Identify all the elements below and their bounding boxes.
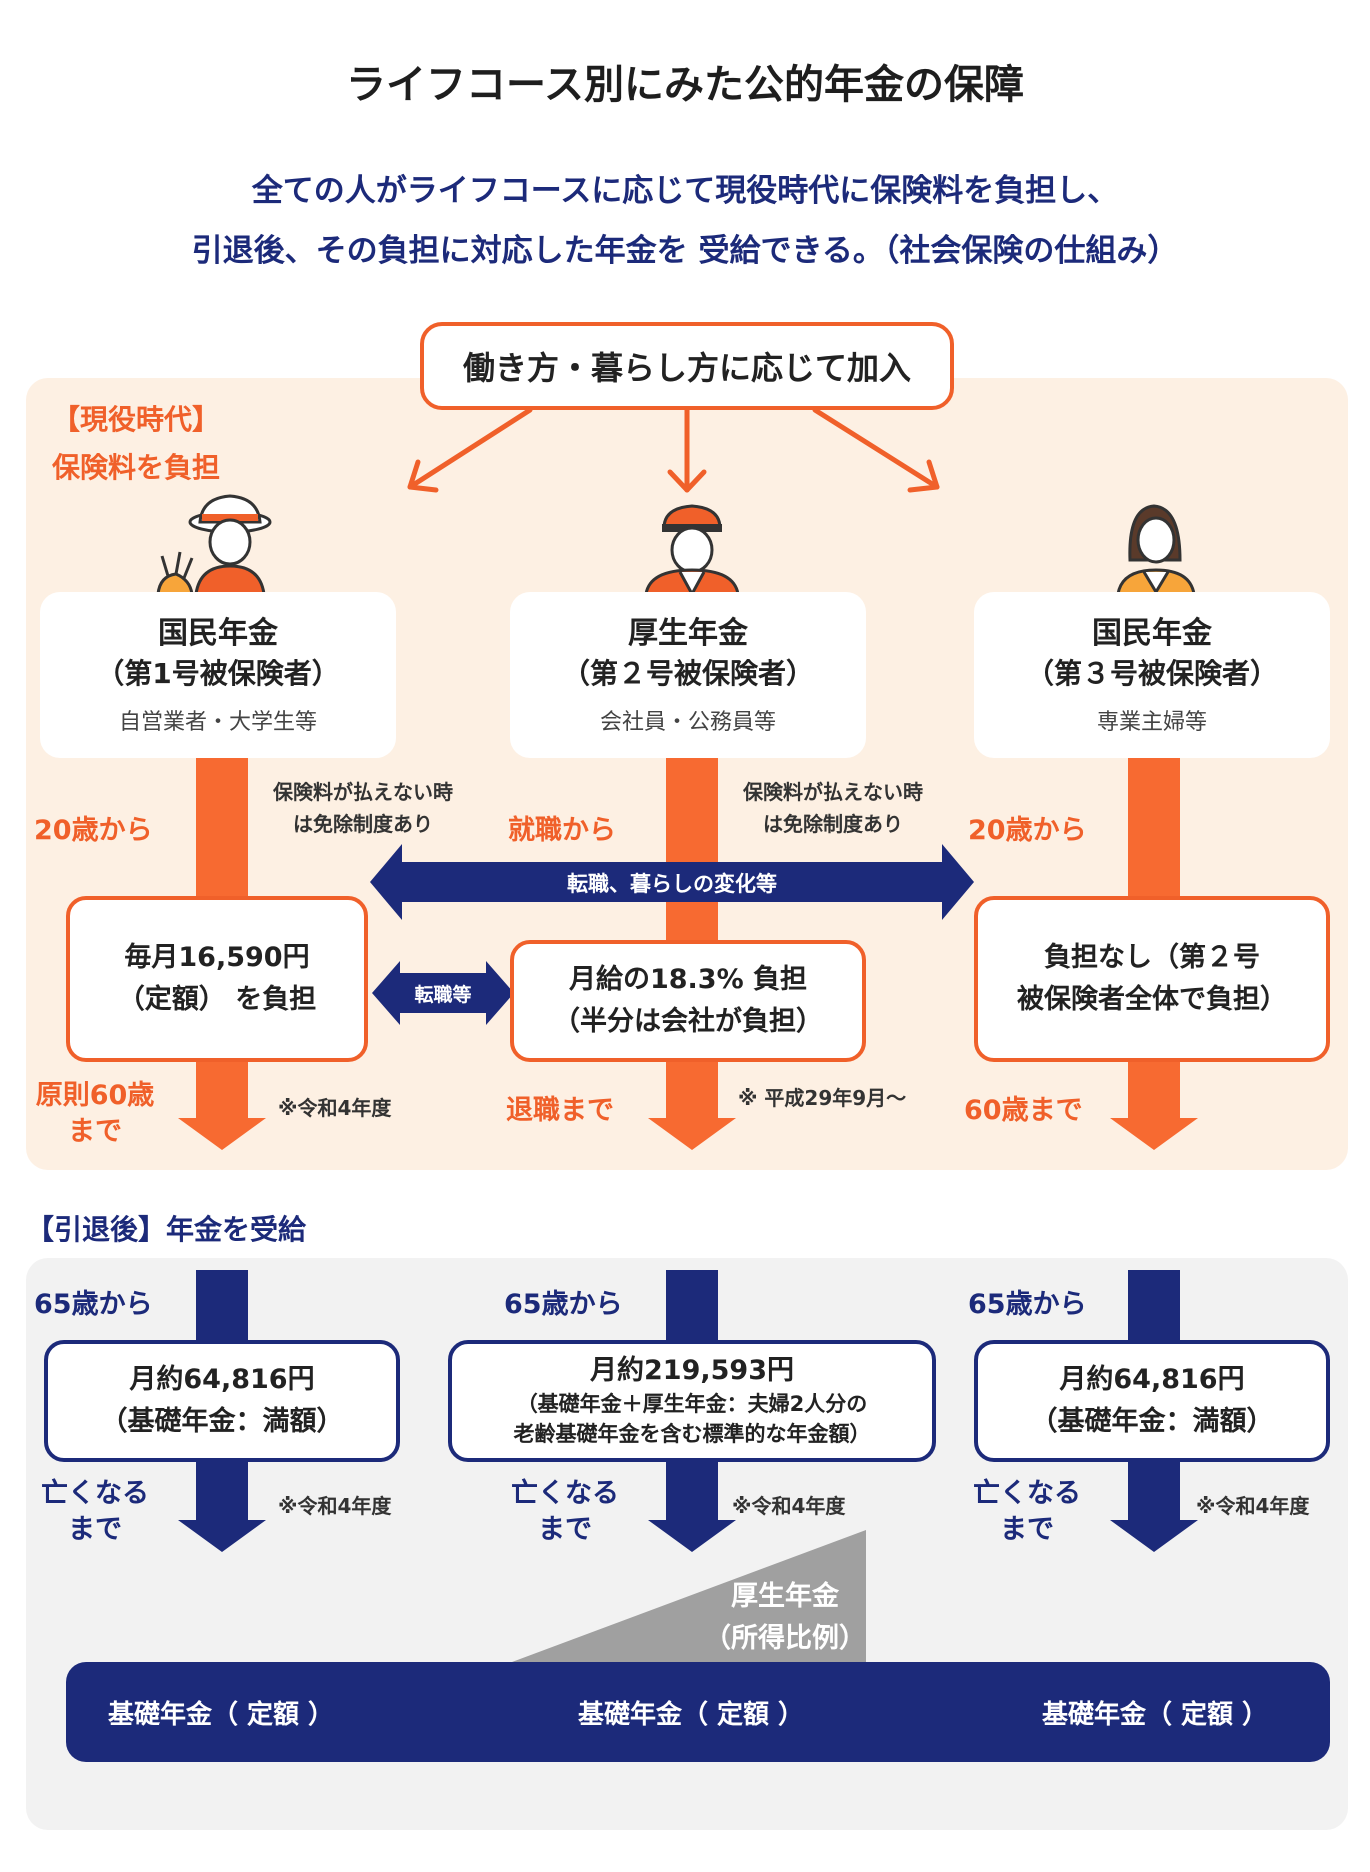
pension-note-2: ※令和4年度 bbox=[732, 1494, 846, 1518]
end-label-3: 60歳まで bbox=[964, 1095, 1083, 1126]
active-period-label: 【現役時代】 bbox=[52, 403, 221, 436]
start-label-1: 20歳から bbox=[34, 815, 153, 846]
contribution-box-1: 毎月16,590円（定額） を負担 bbox=[66, 896, 368, 1062]
retirement-label: 【引退後】年金を受給 bbox=[26, 1213, 307, 1246]
transfer-double-arrow bbox=[370, 844, 974, 920]
subtitle-line2: 引退後、その負担に対応した年金を 受給できる。（社会保険の仕組み） bbox=[191, 233, 1179, 269]
employee-pension-wedge bbox=[512, 1530, 866, 1662]
basic-pension-bar-shape bbox=[66, 1662, 1330, 1762]
job-change-arrow-label: 転職等 bbox=[414, 984, 472, 1006]
pension-end-3: 亡くなるまで bbox=[973, 1478, 1081, 1545]
end-label-1: 原則60歳まで bbox=[35, 1080, 155, 1147]
end-label-2: 退職まで bbox=[506, 1095, 614, 1126]
card-employee-pension: 厚生年金 （第２号被保険者） 会社員・公務員等 bbox=[510, 592, 866, 758]
woman-icon bbox=[1116, 504, 1196, 596]
end-note-1: ※令和4年度 bbox=[278, 1096, 392, 1120]
basic-pension-label-3: 基礎年金（ 定額 ） bbox=[1041, 1700, 1269, 1730]
pension-start-3: 65歳から bbox=[968, 1289, 1087, 1320]
card-category: （第1号被保険者） bbox=[96, 657, 340, 690]
pension-start-2: 65歳から bbox=[504, 1289, 623, 1320]
card-title: 国民年金 bbox=[1092, 616, 1212, 651]
start-label-3: 20歳から bbox=[968, 815, 1087, 846]
contribution-box-2: 月給の18.3% 負担（半分は会社が負担） bbox=[510, 940, 866, 1062]
basic-pension-label-2: 基礎年金（ 定額 ） bbox=[577, 1700, 805, 1730]
pension-note-1: ※令和4年度 bbox=[278, 1494, 392, 1518]
enrollment-box: 働き方・暮らし方に応じて加入 bbox=[420, 322, 954, 410]
orange-flows bbox=[178, 758, 1198, 1150]
page-title: ライフコース別にみた公的年金の保障 bbox=[346, 62, 1024, 108]
transfer-arrow-label: 転職、暮らしの変化等 bbox=[567, 872, 777, 896]
job-change-double-arrow bbox=[372, 961, 514, 1025]
branch-arrows bbox=[407, 407, 940, 493]
pension-box-3: 月約64,816円（基礎年金：満額） bbox=[974, 1340, 1330, 1462]
card-members: 専業主婦等 bbox=[1096, 710, 1207, 735]
exemption-note-2: 保険料が払えない時は免除制度あり bbox=[743, 780, 923, 836]
end-note-2: ※ 平成29年9月～ bbox=[738, 1086, 907, 1110]
card-category: （第３号被保険者） bbox=[1025, 657, 1278, 690]
navy-flows bbox=[178, 1270, 1198, 1552]
farmer-icon bbox=[156, 494, 272, 596]
pension-end-2: 亡くなるまで bbox=[511, 1478, 619, 1545]
card-title: 国民年金 bbox=[158, 616, 278, 651]
card-members: 自営業者・大学生等 bbox=[118, 710, 317, 735]
pension-box-2: 月約219,593円 （基礎年金＋厚生年金：夫婦2人分の 老齢基礎年金を含む標準… bbox=[448, 1340, 936, 1462]
basic-pension-label-1: 基礎年金（ 定額 ） bbox=[107, 1700, 335, 1730]
subtitle-line1: 全ての人がライフコースに応じて現役時代に保険料を負担し、 bbox=[251, 173, 1119, 209]
start-label-2: 就職から bbox=[508, 815, 616, 846]
pension-box-1: 月約64,816円（基礎年金：満額） bbox=[44, 1340, 400, 1462]
pension-end-1: 亡くなるまで bbox=[41, 1478, 149, 1545]
card-national-pension-1: 国民年金 （第1号被保険者） 自営業者・大学生等 bbox=[40, 592, 396, 758]
officer-icon bbox=[644, 504, 740, 598]
pension-note-3: ※令和4年度 bbox=[1196, 1494, 1310, 1518]
card-category: （第２号被保険者） bbox=[561, 657, 814, 690]
card-members: 会社員・公務員等 bbox=[599, 710, 776, 735]
contribution-box-3: 負担なし（第２号被保険者全体で負担） bbox=[974, 896, 1330, 1062]
pension-start-1: 65歳から bbox=[34, 1289, 153, 1320]
card-title: 厚生年金 bbox=[628, 616, 748, 651]
active-period-sublabel: 保険料を負担 bbox=[52, 451, 221, 484]
employee-pension-wedge-label: 厚生年金（所得比例） bbox=[704, 1581, 866, 1654]
card-national-pension-3: 国民年金 （第３号被保険者） 専業主婦等 bbox=[974, 592, 1330, 758]
exemption-note-1: 保険料が払えない時は免除制度あり bbox=[273, 780, 453, 836]
